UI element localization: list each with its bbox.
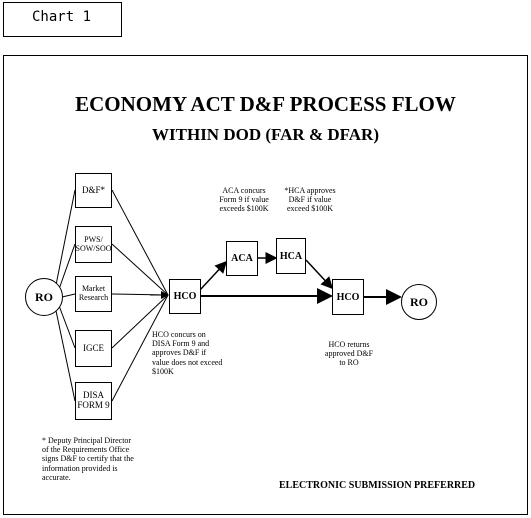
arrow-hco-aca [199,260,228,291]
disa-form-label: DISA FORM 9 [77,390,110,410]
diagram-title: ECONOMY ACT D&F PROCESS FLOW [75,92,456,116]
arrow-hca-hco [305,259,334,290]
pws-node: PWS/ SOW/SOO [75,226,112,263]
connector-df-hco [111,189,169,296]
diagram-subtitle: WITHIN DOD (FAR & DFAR) [152,125,379,144]
ro-start-label: RO [35,289,53,304]
hco-return-note: HCO returns approved D&F to RO [324,340,374,368]
disa-form-node: DISA FORM 9 [75,382,112,420]
hca-label: HCA [279,250,303,262]
connector-disa-hco [111,294,169,402]
igce-label: IGCE [83,342,104,353]
connector-igce-hco [111,294,169,349]
connector-ro-disa [54,305,76,402]
connector-ro-pws [57,243,76,293]
pws-label: PWS/ SOW/SOO [75,234,112,253]
aca-label: ACA [231,253,253,264]
aca-node: ACA [226,241,258,276]
hco-note: HCO concurs on DISA Form 9 and approves … [152,330,223,376]
connector-pws-hco [111,243,169,296]
footnote: * Deputy Principal Director of the Requi… [42,436,134,482]
hca-note: *HCA approves D&F if value exceed $100K [284,186,336,214]
market-research-label: Market Research [78,284,109,302]
df-label: D&F* [81,184,105,195]
chart-label: Chart 1 [32,9,92,25]
connector-ro-df [54,189,76,291]
hca-node: HCA [276,238,306,274]
hco-node: HCO [169,279,201,314]
aca-note: ACA concurs Form 9 if value exceeds $100… [219,186,269,214]
ro-start-node: RO [25,278,63,316]
hco-final-label: HCO [336,291,360,303]
market-research-node: Market Research [75,276,112,312]
chart-label-box: Chart 1 [3,2,122,37]
hco-label: HCO [173,291,197,302]
ro-end-label: RO [410,294,428,309]
electronic-submission-note: ELECTRONIC SUBMISSION PREFERRED [279,480,476,491]
connector-ro-market [61,293,76,298]
ro-end-node: RO [401,284,437,320]
hco-final-node: HCO [332,279,364,315]
igce-node: IGCE [75,330,112,367]
df-node: D&F* [75,173,112,208]
connector-ro-igce [57,302,76,349]
diagram-frame [3,55,528,515]
